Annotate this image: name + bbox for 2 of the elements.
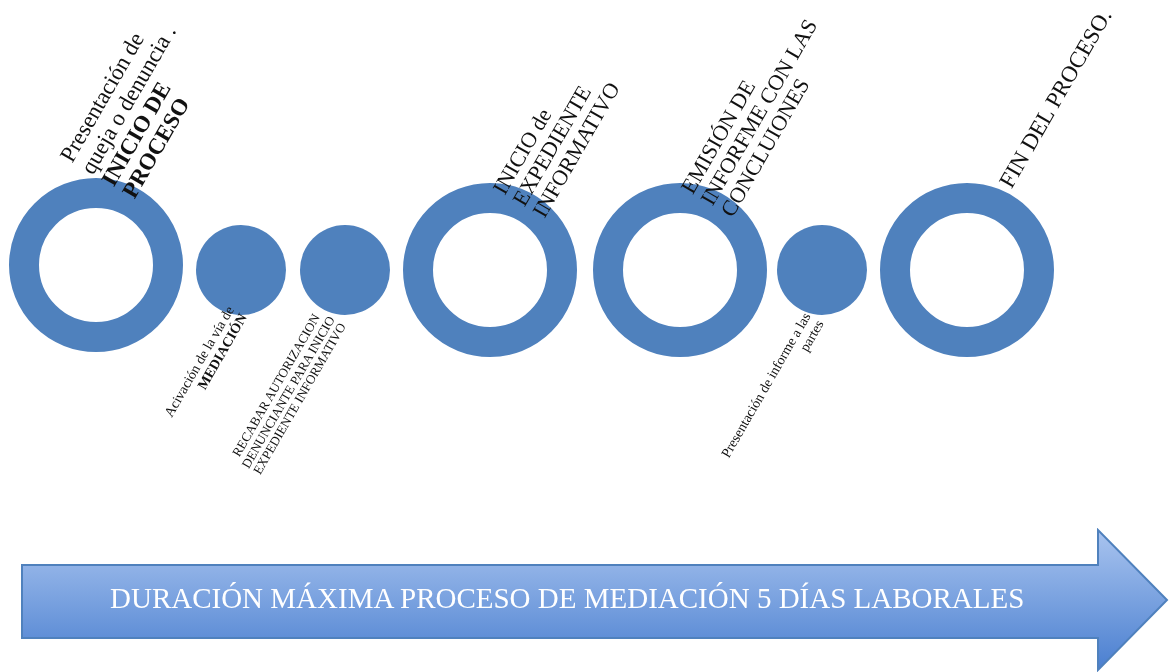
duration-text: DURACIÓN MÁXIMA PROCESO DE MEDIACIÓN 5 DÍAS LABORALES <box>110 582 1025 615</box>
duration-arrow <box>20 528 1169 672</box>
